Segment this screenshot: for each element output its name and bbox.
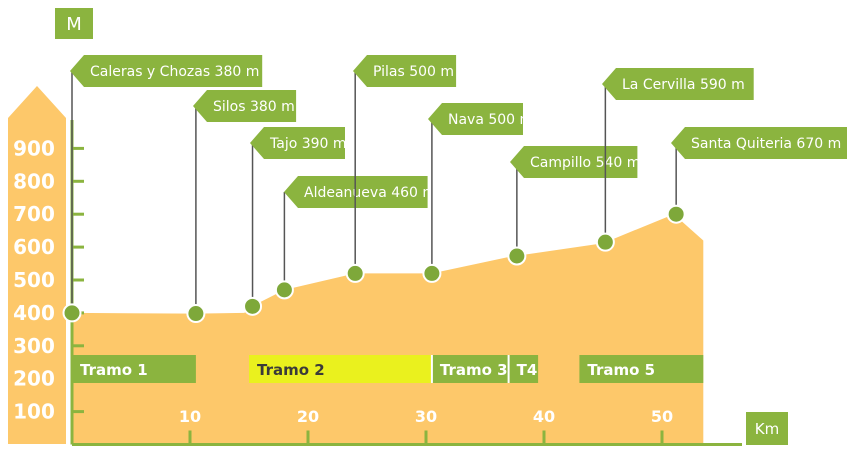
point-label: Pilas 500 m: [373, 64, 454, 80]
x-tick-label: 20: [297, 407, 319, 426]
y-tick-label: 800: [13, 169, 55, 193]
x-tick-label: 50: [651, 407, 673, 426]
segment-label: Tramo 1: [80, 361, 148, 379]
y-tick-label: 600: [13, 235, 55, 259]
segment-bar: [249, 355, 432, 383]
point-flag: [602, 68, 754, 100]
x-tick-label: 30: [415, 407, 437, 426]
y-tick-label: 400: [13, 301, 55, 325]
point-label: La Cervilla 590 m: [622, 77, 745, 93]
point-label: Nava 500 m: [448, 112, 533, 128]
y-tick-label: 300: [13, 334, 55, 358]
point-marker: Santa Quiteria 670 m: [666, 127, 847, 224]
segment-bar: [72, 355, 196, 383]
elevation-area: [72, 214, 704, 445]
point-flag: [428, 103, 523, 135]
segment-label: T4: [517, 361, 538, 379]
segments-layer: Tramo 1 Tramo 2 Tramo 3 T4 Tramo 5: [72, 355, 704, 383]
y-tick-label: 900: [13, 136, 55, 160]
points-layer: Caleras y Chozas 380 m Silos 380 m Tajo 39…: [62, 55, 847, 324]
point-marker: Tajo 390 m: [243, 127, 347, 316]
point-flag: [353, 55, 457, 87]
point-dot: [345, 263, 365, 283]
point-flag: [70, 55, 263, 87]
point-dot: [507, 246, 527, 266]
segment-label: Tramo 5: [587, 361, 655, 379]
segment-label: Tramo 2: [257, 361, 325, 379]
y-tick-label: 100: [13, 400, 55, 424]
point-dot: [186, 304, 206, 324]
y-axis-arrow: [8, 86, 66, 444]
point-marker: Pilas 500 m: [345, 55, 457, 283]
x-unit-box: [746, 412, 788, 445]
point-flag: [250, 127, 345, 159]
area-layer: [72, 214, 704, 445]
point-dot: [62, 303, 82, 323]
point-dot: [243, 296, 263, 316]
point-dot: [595, 232, 615, 252]
point-dot: [274, 280, 294, 300]
y-tick-label: 500: [13, 268, 55, 292]
point-dot: [666, 204, 686, 224]
point-label: Caleras y Chozas 380 m: [90, 64, 259, 80]
x-axis-label: Km: [755, 420, 779, 438]
point-label: Santa Quiteria 670 m: [691, 136, 841, 152]
point-label: Silos 380 m: [213, 99, 295, 115]
point-flag: [671, 127, 847, 159]
y-unit-box: [55, 8, 93, 39]
background-layer: M Km: [8, 8, 788, 445]
point-marker: Caleras y Chozas 380 m: [62, 55, 263, 323]
point-label: Aldeanueva 460 m: [304, 185, 436, 201]
y-tick-label: 200: [13, 367, 55, 391]
y-axis-label: M: [66, 14, 82, 35]
point-label: Tajo 390 m: [269, 136, 347, 152]
segment-bar: [431, 355, 509, 383]
point-flag: [193, 90, 297, 122]
point-marker: Nava 500 m: [422, 103, 533, 283]
point-marker: La Cervilla 590 m: [595, 68, 754, 252]
segment-label: Tramo 3: [440, 361, 508, 379]
x-tick-label: 10: [179, 407, 201, 426]
point-marker: Silos 380 m: [186, 90, 297, 324]
y-tick-label: 700: [13, 202, 55, 226]
point-dot: [422, 263, 442, 283]
segment-bar: [508, 355, 539, 383]
point-label: Campillo 540 m: [530, 155, 640, 171]
x-tick-label: 40: [533, 407, 555, 426]
segment-bar: [579, 355, 704, 383]
